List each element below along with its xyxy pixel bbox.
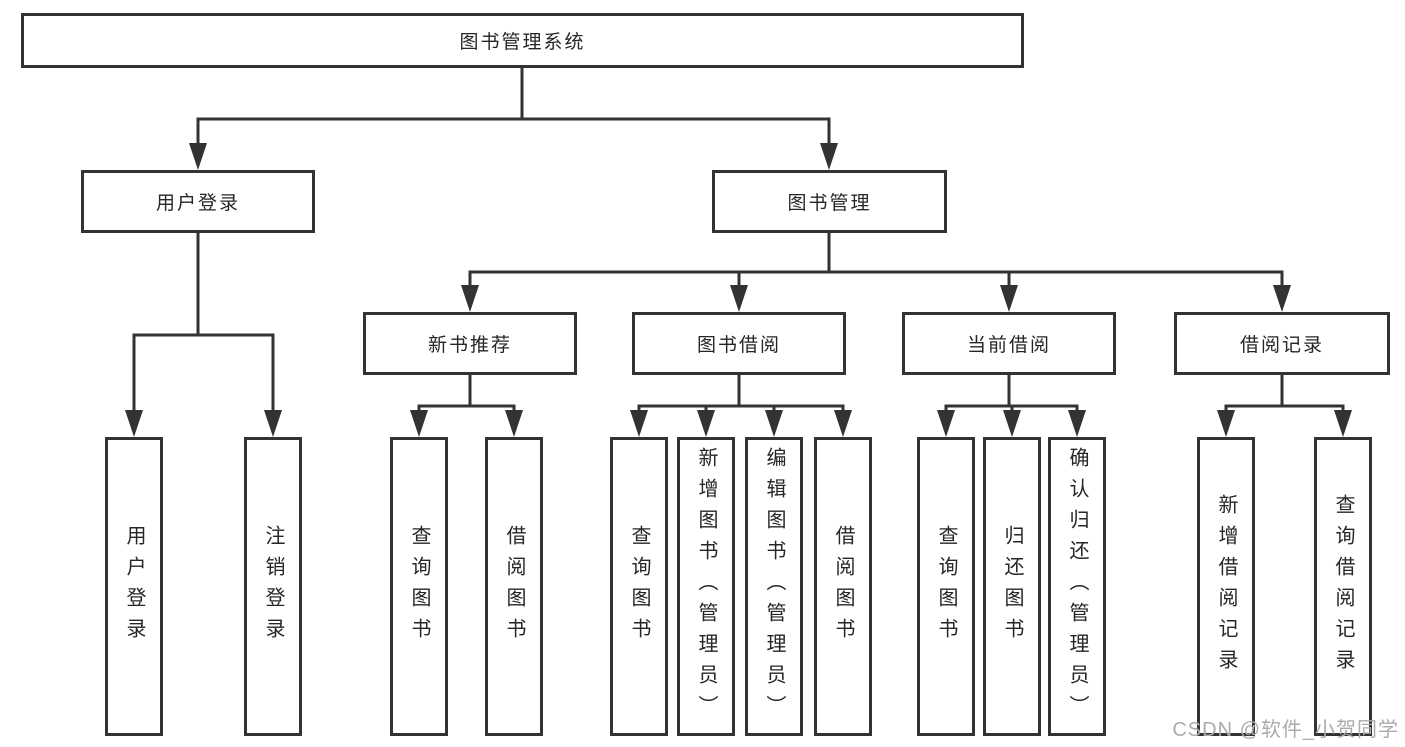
node-user-login-label: 用户登录 xyxy=(155,193,240,214)
node-root-label: 图书管理系统 xyxy=(459,32,586,53)
leaf-add-book-admin: 新增图书（管理员） xyxy=(677,437,735,736)
leaf-edit-book-admin: 编辑图书（管理员） xyxy=(745,437,803,736)
node-current-borrowing-label: 当前借阅 xyxy=(966,335,1051,356)
leaf-user-login: 用户登录 xyxy=(105,437,163,736)
node-book-borrowing-label: 图书借阅 xyxy=(696,335,781,356)
leaf-confirm-return-admin-label: 确认归还（管理员） xyxy=(1066,447,1088,726)
leaf-query-borrow-record: 查询借阅记录 xyxy=(1314,437,1372,736)
leaf-recommend-borrow-books: 借阅图书 xyxy=(485,437,543,736)
node-borrow-records: 借阅记录 xyxy=(1174,312,1390,375)
leaf-add-book-admin-label: 新增图书（管理员） xyxy=(695,447,717,726)
leaf-return-books: 归还图书 xyxy=(983,437,1041,736)
node-new-book-recommend: 新书推荐 xyxy=(363,312,577,375)
leaf-borrow-books-label: 借阅图书 xyxy=(832,524,854,649)
leaf-add-borrow-record-label: 新增借阅记录 xyxy=(1215,493,1237,680)
node-current-borrowing: 当前借阅 xyxy=(902,312,1116,375)
leaf-recommend-query-books-label: 查询图书 xyxy=(408,524,430,649)
leaf-edit-book-admin-label: 编辑图书（管理员） xyxy=(763,447,785,726)
leaf-logout-label: 注销登录 xyxy=(262,524,284,649)
leaf-return-books-label: 归还图书 xyxy=(1001,524,1023,649)
leaf-borrow-query-books-label: 查询图书 xyxy=(628,524,650,649)
leaf-query-borrow-record-label: 查询借阅记录 xyxy=(1332,493,1354,680)
node-user-login: 用户登录 xyxy=(81,170,315,233)
leaf-add-borrow-record: 新增借阅记录 xyxy=(1197,437,1255,736)
leaf-user-login-label: 用户登录 xyxy=(123,524,145,649)
leaf-borrow-books: 借阅图书 xyxy=(814,437,872,736)
node-root: 图书管理系统 xyxy=(21,13,1024,68)
leaf-recommend-borrow-books-label: 借阅图书 xyxy=(503,524,525,649)
leaf-logout: 注销登录 xyxy=(244,437,302,736)
leaf-current-query-books: 查询图书 xyxy=(917,437,975,736)
node-borrow-records-label: 借阅记录 xyxy=(1239,335,1324,356)
leaf-confirm-return-admin: 确认归还（管理员） xyxy=(1048,437,1106,736)
node-new-book-recommend-label: 新书推荐 xyxy=(427,335,512,356)
leaf-borrow-query-books: 查询图书 xyxy=(610,437,668,736)
node-book-management-label: 图书管理 xyxy=(787,193,872,214)
node-book-borrowing: 图书借阅 xyxy=(632,312,846,375)
leaf-recommend-query-books: 查询图书 xyxy=(390,437,448,736)
leaf-current-query-books-label: 查询图书 xyxy=(935,524,957,649)
node-book-management: 图书管理 xyxy=(712,170,947,233)
